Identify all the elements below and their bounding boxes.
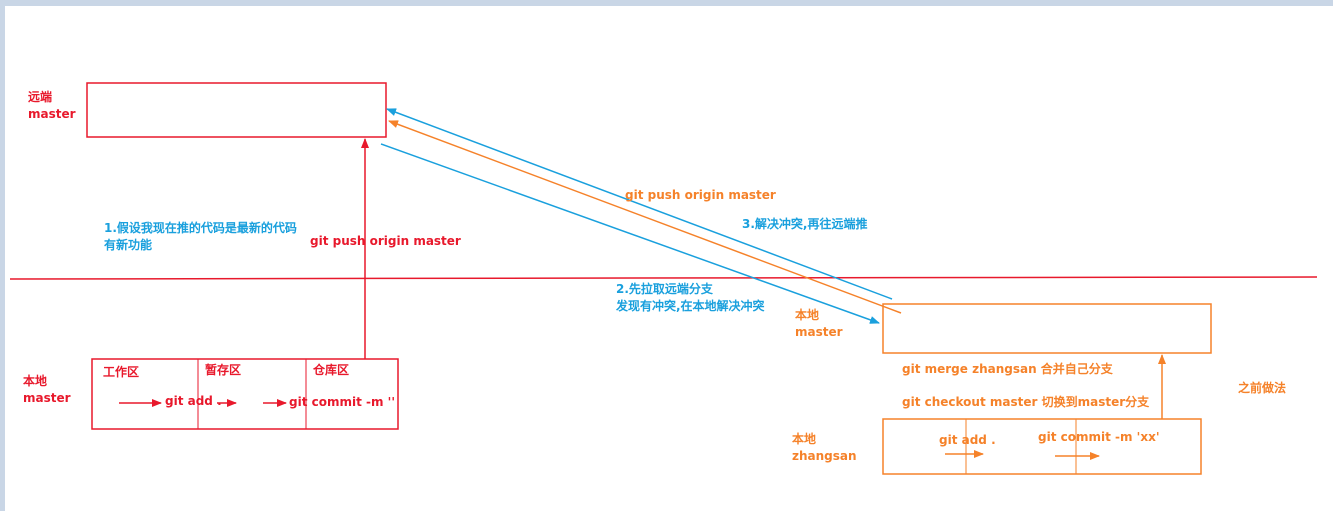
diagram-lines [9, 82, 1318, 475]
remote-master-label: 远端 master [28, 90, 76, 121]
local-master-label: 本地 master [23, 374, 71, 405]
push-label-orange: git push origin master [625, 188, 776, 202]
zhangsan-label: 本地 zhangsan [792, 432, 857, 463]
git-add-orange: git add . [939, 433, 996, 447]
checkout-command: git checkout master 切换到master分支 [902, 395, 1150, 409]
note-pull-first: 2.先拉取远端分支 发现有冲突,在本地解决冲突 [616, 282, 765, 313]
git-commit-red: git commit -m '' [289, 395, 396, 409]
section-workspace: 工作区 [103, 365, 140, 379]
section-staging: 暂存区 [205, 363, 242, 377]
orange-local-master-box [882, 303, 1212, 354]
resolve-push-arrow-blue [386, 108, 893, 300]
previous-approach-label: 之前做法 [1238, 381, 1287, 395]
pull-arrow-blue [380, 143, 880, 324]
diagram-canvas: 远端 master 本地 master 工作区 暂存区 仓库区 git add … [5, 6, 1333, 511]
note-assume-newest: 1.假设我现在推的代码是最新的代码 有新功能 [104, 221, 297, 252]
zhangsan-box [882, 418, 1202, 475]
git-commit-orange: git commit -m 'xx' [1038, 430, 1160, 444]
git-add-red: git add . [165, 394, 222, 408]
local-master-box [91, 358, 399, 430]
note-resolve-push: 3.解决冲突,再往远端推 [742, 217, 868, 231]
remote-master-box [86, 82, 387, 138]
merge-command: git merge zhangsan 合并自己分支 [902, 362, 1113, 376]
section-repository: 仓库区 [313, 363, 350, 377]
remote-local-divider [9, 276, 1318, 280]
orange-local-master-label: 本地 master [795, 308, 843, 339]
push-label-red: git push origin master [310, 234, 461, 248]
push-arrow-orange [388, 120, 902, 314]
